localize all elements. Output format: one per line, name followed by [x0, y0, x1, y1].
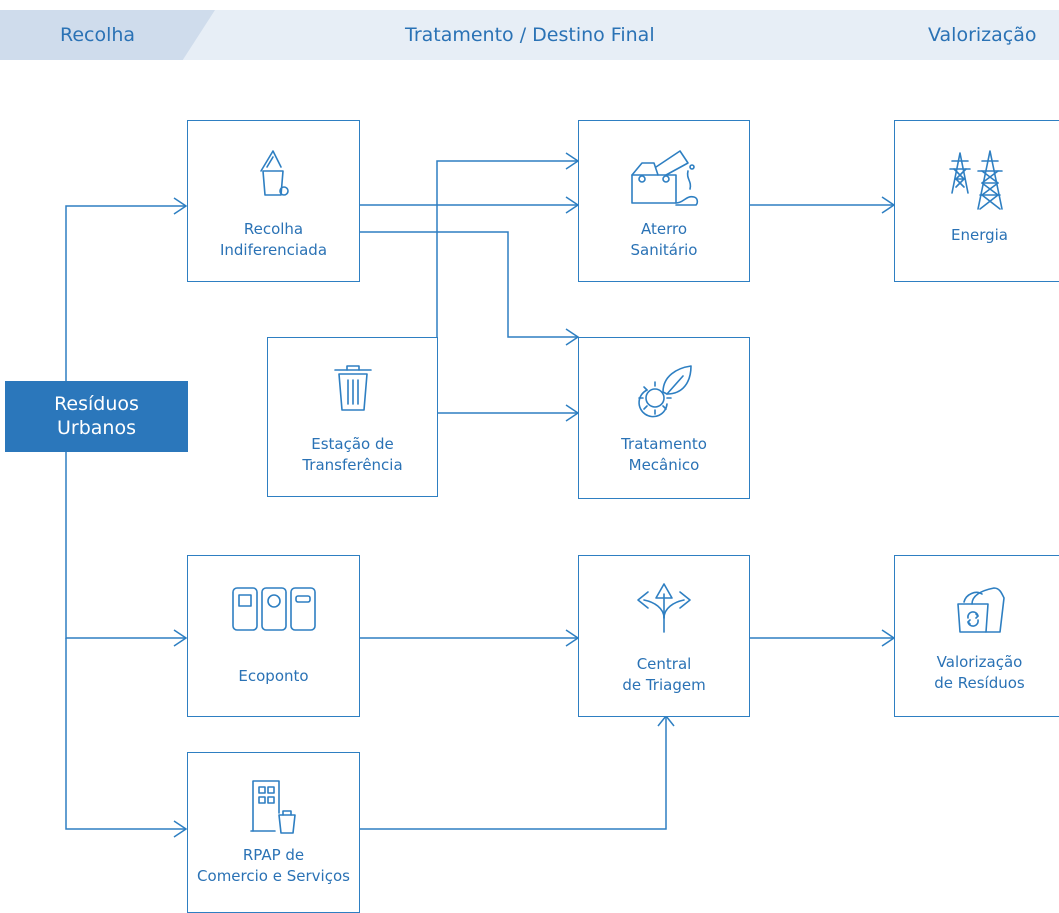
node-estacao-line1: Estação de — [311, 435, 394, 453]
node-tratamento-line2: Mecânico — [628, 456, 700, 474]
stage-label-treatment: Tratamento / Destino Final — [405, 24, 655, 46]
building-bin-icon — [249, 779, 299, 835]
node-energia-label: Energia — [951, 226, 1008, 244]
edge-source-to-rpap — [65, 638, 186, 830]
node-estacao-line2: Transferência — [302, 456, 403, 474]
node-valorizacao-residuos: Valorização de Resíduos — [894, 555, 1059, 717]
node-valorizacao-line2: de Resíduos — [934, 674, 1025, 692]
node-aterro-line2: Sanitário — [630, 241, 698, 259]
node-aterro-line1: Aterro — [640, 220, 688, 238]
trash-bin-icon — [257, 147, 291, 199]
stage-label-valorization: Valorização — [928, 24, 1037, 46]
node-aterro-sanitario: Aterro Sanitário — [578, 120, 750, 282]
power-pylon-icon — [948, 149, 1012, 211]
node-rpap: RPAP de Comercio e Serviços — [187, 752, 360, 913]
edge-recolha-to-tratamento — [360, 231, 578, 338]
edge-estacao-to-aterro — [436, 160, 578, 337]
node-recolha-indiferenciada: Recolha Indiferenciada — [187, 120, 360, 282]
node-estacao-transferencia: Estação de Transferência — [267, 337, 438, 497]
node-residuos-urbanos: Resíduos Urbanos — [5, 381, 188, 452]
node-central-triagem: Central de Triagem — [578, 555, 750, 717]
node-residuos-urbanos-line2: Urbanos — [57, 417, 136, 439]
node-energia: Energia — [894, 120, 1059, 282]
node-triagem-line1: Central — [636, 655, 692, 673]
split-arrows-icon — [634, 578, 694, 634]
node-residuos-urbanos-line1: Resíduos — [54, 393, 139, 415]
node-triagem-line2: de Triagem — [622, 676, 706, 694]
stage-header-collection-tab — [0, 10, 215, 60]
node-recolha-line2: Indiferenciada — [219, 241, 328, 259]
stage-label-collection: Recolha — [60, 24, 136, 46]
landfill-truck-icon — [628, 145, 700, 209]
node-ecoponto: Ecoponto — [187, 555, 360, 717]
edge-rpap-to-triagem — [360, 716, 667, 830]
node-tratamento-line1: Tratamento — [621, 435, 707, 453]
node-rpap-line1: RPAP de — [242, 846, 305, 864]
node-valorizacao-line1: Valorização — [936, 653, 1023, 671]
node-tratamento-mecanico: Tratamento Mecânico — [578, 337, 750, 499]
recycle-container-icon — [952, 580, 1008, 636]
node-recolha-line1: Recolha — [243, 220, 304, 238]
gear-leaf-icon — [633, 362, 695, 420]
node-ecoponto-label: Ecoponto — [238, 667, 309, 685]
waste-basket-icon — [331, 364, 375, 412]
edge-source-to-ecoponto — [65, 452, 186, 639]
edge-source-to-recolha — [65, 205, 186, 381]
node-rpap-line2: Comercio e Serviços — [197, 867, 350, 885]
recycling-bins-icon — [231, 586, 317, 632]
